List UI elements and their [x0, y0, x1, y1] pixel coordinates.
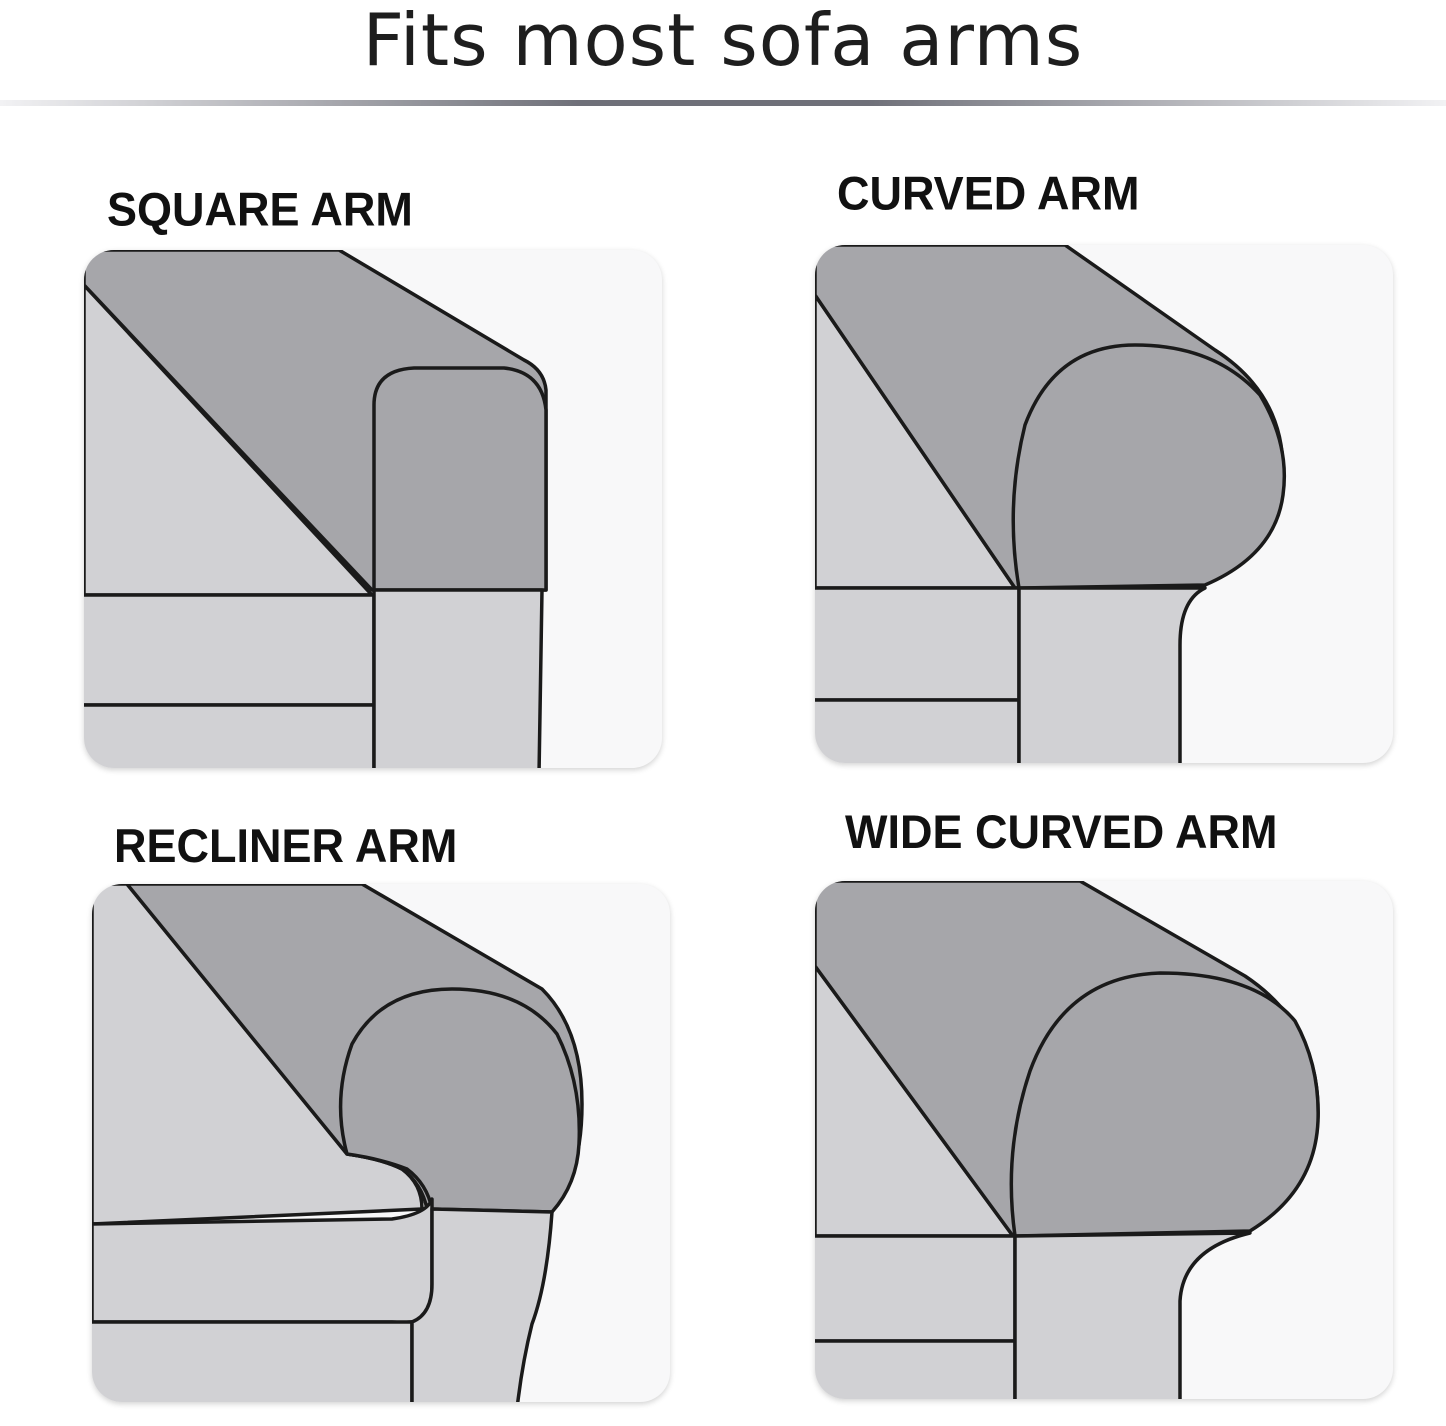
- curved-arm-illustration: [815, 245, 1287, 763]
- sofa-base: [815, 698, 1021, 763]
- label-curved-arm: CURVED ARM: [837, 166, 1140, 221]
- arm-front-face: [372, 366, 548, 592]
- arm-front-lower: [410, 1207, 554, 1402]
- label-recliner-arm: RECLINER ARM: [114, 818, 458, 873]
- panel-recliner-arm: [92, 884, 670, 1402]
- arm-front-lower: [1013, 1231, 1252, 1399]
- arm-front-lower: [1017, 586, 1207, 763]
- seat-cushion: [84, 593, 376, 707]
- sofa-base: [815, 1339, 1017, 1399]
- sofa-base: [84, 703, 376, 768]
- sofa-base: [92, 1320, 414, 1402]
- recliner-arm-illustration: [92, 884, 584, 1402]
- panel-wide-curved-arm: [815, 881, 1393, 1399]
- panel-curved-arm: [815, 245, 1393, 763]
- label-wide-curved-arm: WIDE CURVED ARM: [845, 804, 1278, 859]
- arm-front-lower: [372, 588, 544, 768]
- square-arm-illustration: [84, 250, 548, 768]
- arm-front-face: [338, 987, 582, 1214]
- panel-square-arm: [84, 250, 662, 768]
- seat-cushion: [815, 1234, 1017, 1343]
- seat-cushion: [815, 586, 1021, 702]
- title-divider: [0, 100, 1446, 106]
- arm-front-face: [1011, 343, 1287, 590]
- label-square-arm: SQUARE ARM: [107, 182, 413, 237]
- arm-front-face: [1009, 971, 1320, 1238]
- page-title: Fits most sofa arms: [362, 0, 1084, 82]
- wide-curved-arm-illustration: [815, 881, 1320, 1399]
